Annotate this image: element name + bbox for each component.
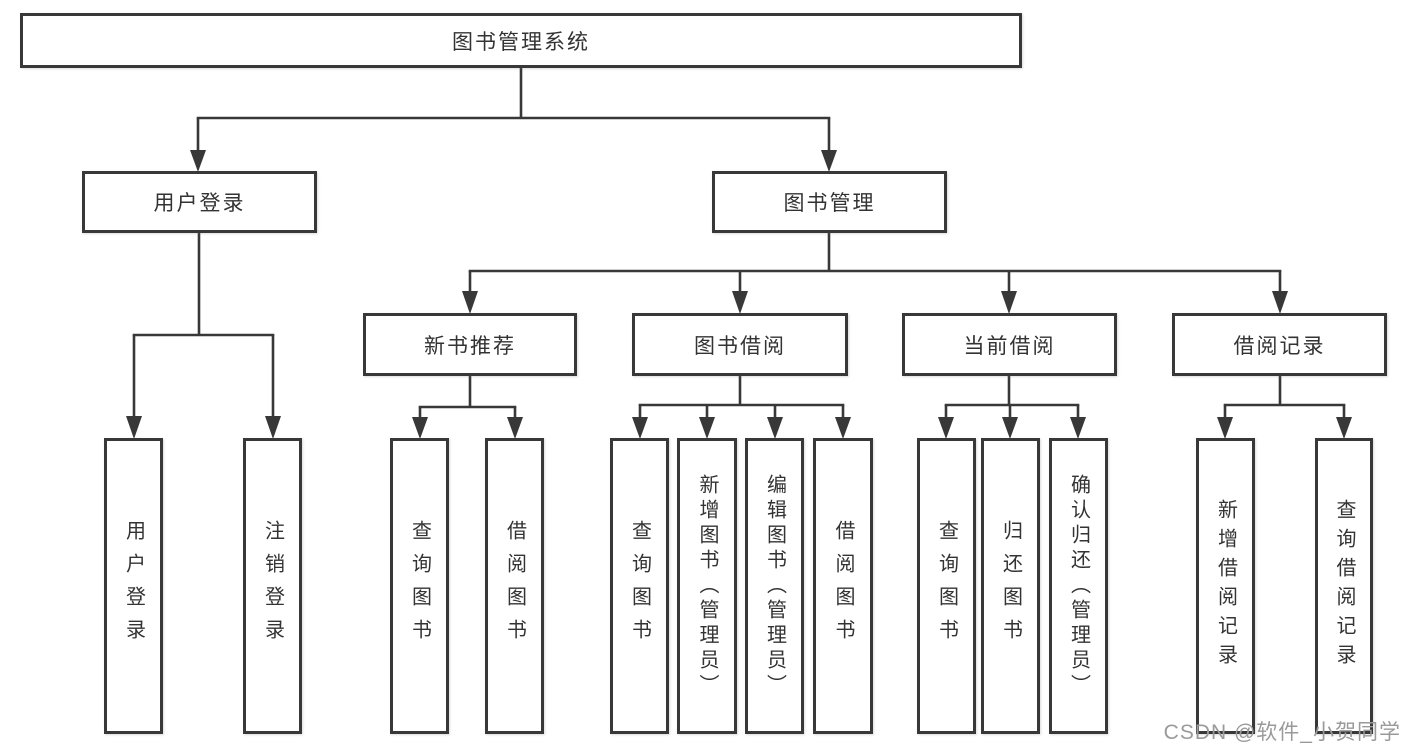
connector-current-to-leaves: [938, 374, 1086, 439]
node-confirm-return-admin: 确认归还（管理员）: [1049, 438, 1108, 734]
node-label: 图书管理: [783, 192, 876, 215]
node-logout: 注销登录: [243, 438, 302, 734]
node-query-books-current: 查询图书: [917, 438, 976, 734]
node-label: 编辑图书（管理员）: [763, 473, 786, 699]
node-add-book-admin: 新增图书（管理员）: [677, 438, 737, 734]
node-label: 确认归还（管理员）: [1067, 473, 1090, 699]
connector-bookmgmt-to-level3: [462, 231, 1288, 314]
connector-newbooks-to-leaves: [412, 374, 523, 439]
connector-userlogin-to-leaves: [126, 231, 281, 439]
node-label: 用户登录: [153, 192, 246, 215]
node-book-management: 图书管理: [712, 171, 947, 233]
node-borrow-books-borrowing: 借阅图书: [813, 438, 873, 734]
node-label: 查询图书: [935, 520, 958, 652]
node-user-login: 用户登录: [104, 438, 163, 734]
node-label: 借阅记录: [1233, 334, 1326, 358]
node-label: 用户登录: [122, 520, 145, 652]
node-edit-book-admin: 编辑图书（管理员）: [745, 438, 804, 734]
node-borrowing-records: 借阅记录: [1172, 313, 1387, 376]
node-label: 查询图书: [628, 520, 651, 652]
connector-records-to-leaves: [1217, 374, 1352, 439]
csdn-watermark: CSDN @软件_小贺同学: [1163, 721, 1401, 744]
node-label: 归还图书: [999, 520, 1022, 652]
node-label: 新增借阅记录: [1214, 499, 1237, 673]
node-label: 注销登录: [261, 520, 284, 652]
connector-borrowing-to-leaves: [632, 374, 851, 439]
node-label: 图书管理系统: [452, 30, 590, 54]
node-new-book-recommendation: 新书推荐: [363, 313, 577, 376]
node-add-borrow-record: 新增借阅记录: [1196, 438, 1255, 734]
node-return-book: 归还图书: [981, 438, 1040, 734]
node-label: 借阅图书: [503, 520, 526, 652]
node-user-login-group: 用户登录: [82, 171, 317, 233]
node-label: 查询借阅记录: [1333, 499, 1355, 673]
node-book-borrowing: 图书借阅: [632, 313, 848, 376]
connector-root-to-level2: [190, 66, 837, 172]
node-label: 新增图书（管理员）: [696, 473, 718, 699]
node-library-management-system: 图书管理系统: [20, 13, 1022, 68]
node-borrow-books-recommend: 借阅图书: [485, 438, 544, 734]
node-query-books-recommend: 查询图书: [390, 438, 449, 734]
node-label: 新书推荐: [424, 334, 516, 358]
node-label: 图书借阅: [694, 334, 786, 358]
node-query-books-borrowing: 查询图书: [610, 438, 669, 734]
node-current-borrowing: 当前借阅: [902, 313, 1117, 376]
node-label: 当前借阅: [963, 334, 1056, 358]
node-query-borrow-record: 查询借阅记录: [1315, 438, 1373, 734]
node-label: 借阅图书: [832, 520, 854, 652]
node-label: 查询图书: [408, 520, 431, 652]
